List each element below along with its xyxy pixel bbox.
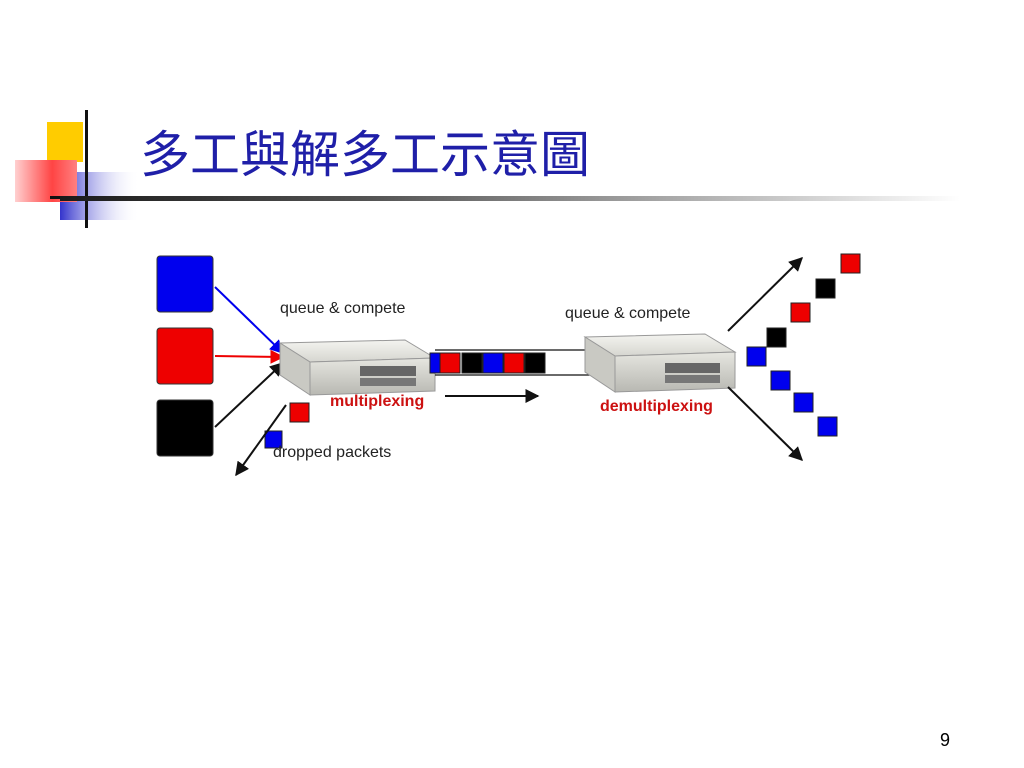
- output-packet: [770, 370, 791, 391]
- link-packet: [439, 352, 461, 374]
- source-packet-blue: [156, 255, 214, 313]
- link-packet: [524, 352, 546, 374]
- link-packet: [503, 352, 525, 374]
- output-packet: [840, 253, 861, 274]
- dropped-packet-red: [289, 402, 310, 423]
- output-packet: [817, 416, 838, 437]
- output-packet: [746, 346, 767, 367]
- output-arrow-up: [727, 257, 803, 332]
- slide-title: 多工與解多工示意圖: [140, 126, 590, 184]
- dropped-packets-label: dropped packets: [273, 444, 391, 461]
- mux-demux-diagram: queue & compete queue & compete multiple…: [156, 253, 861, 477]
- source-packet-red: [156, 327, 214, 385]
- right-switch: [583, 333, 737, 393]
- deco-vertical-line: [85, 110, 88, 228]
- input-arrow-black: [214, 362, 285, 428]
- link-packet: [482, 352, 504, 374]
- output-packet: [815, 278, 836, 299]
- right-queue-label: queue & compete: [565, 305, 691, 322]
- left-queue-label: queue & compete: [280, 300, 406, 317]
- input-arrow-red: [214, 349, 285, 364]
- multiplexing-label: multiplexing: [330, 393, 424, 410]
- output-packet: [766, 327, 787, 348]
- link-packet: [429, 352, 441, 374]
- demultiplexing-label: demultiplexing: [600, 398, 713, 415]
- dropped-packet-blue: [264, 430, 283, 449]
- output-arrow-down: [727, 386, 803, 461]
- title-underline: [60, 196, 960, 201]
- left-switch: [278, 339, 437, 396]
- page-number: 9: [940, 730, 951, 750]
- output-packet: [793, 392, 814, 413]
- link-packet: [461, 352, 483, 374]
- input-arrow-blue: [214, 286, 285, 354]
- source-packet-black: [156, 399, 214, 457]
- deco-red-bar: [15, 160, 77, 202]
- output-packet: [790, 302, 811, 323]
- corner-decoration: [15, 110, 140, 228]
- deco-yellow-square: [47, 122, 83, 162]
- dropped-arrow: [235, 404, 287, 477]
